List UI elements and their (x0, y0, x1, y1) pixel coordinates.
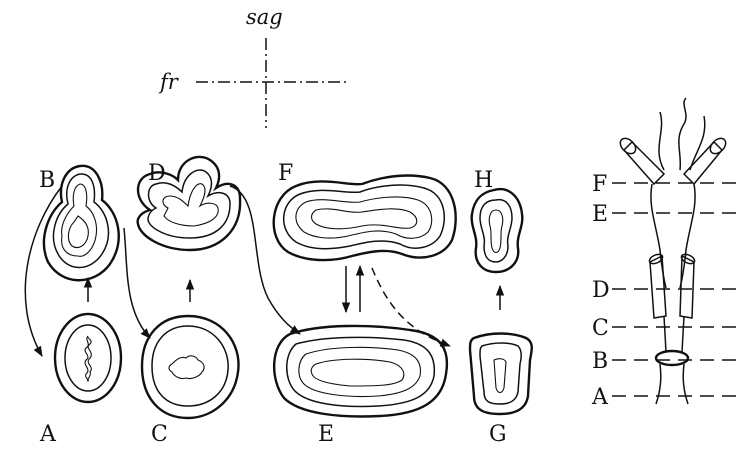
section-D: D (138, 157, 241, 250)
section-F: F (274, 161, 456, 260)
transition-arrows (25, 186, 500, 356)
side-tube-right (684, 142, 722, 184)
label-H: H (474, 168, 493, 193)
main-tube-body (651, 184, 695, 288)
ring-B (656, 351, 688, 365)
label-D: D (148, 161, 166, 186)
level-label-A: A (591, 385, 609, 410)
upper-branch-middle (679, 98, 686, 170)
upper-branch-right (690, 116, 705, 170)
swelling-left (650, 256, 666, 318)
level-label-C: C (592, 316, 609, 341)
label-G: G (489, 422, 507, 447)
level-reference-drawing: F E D C B A (591, 98, 736, 410)
level-label-D: D (592, 278, 610, 303)
label-A: A (39, 422, 57, 447)
section-B: B (39, 166, 119, 280)
arrow-f-to-g-dashed (372, 268, 450, 346)
base-tube (656, 364, 688, 404)
sagittal-label: sag (246, 5, 283, 29)
frontal-label: fr (158, 70, 180, 94)
level-label-F: F (592, 172, 607, 197)
label-C: C (151, 422, 168, 447)
orientation-cross: sag fr (158, 5, 346, 128)
section-H: H (472, 168, 523, 272)
section-A: A (39, 314, 121, 447)
lower-tube (664, 316, 684, 352)
upper-branch-left (659, 112, 664, 170)
label-E: E (318, 422, 334, 447)
arrow-b-to-c (124, 228, 150, 338)
label-F: F (278, 161, 293, 186)
level-label-E: E (592, 202, 608, 227)
section-C: C (142, 316, 239, 447)
section-G: G (470, 334, 532, 448)
side-tube-left (624, 142, 664, 184)
swelling-right (680, 256, 694, 318)
level-label-B: B (592, 349, 608, 374)
section-E: E (274, 326, 447, 447)
label-B: B (39, 168, 55, 193)
